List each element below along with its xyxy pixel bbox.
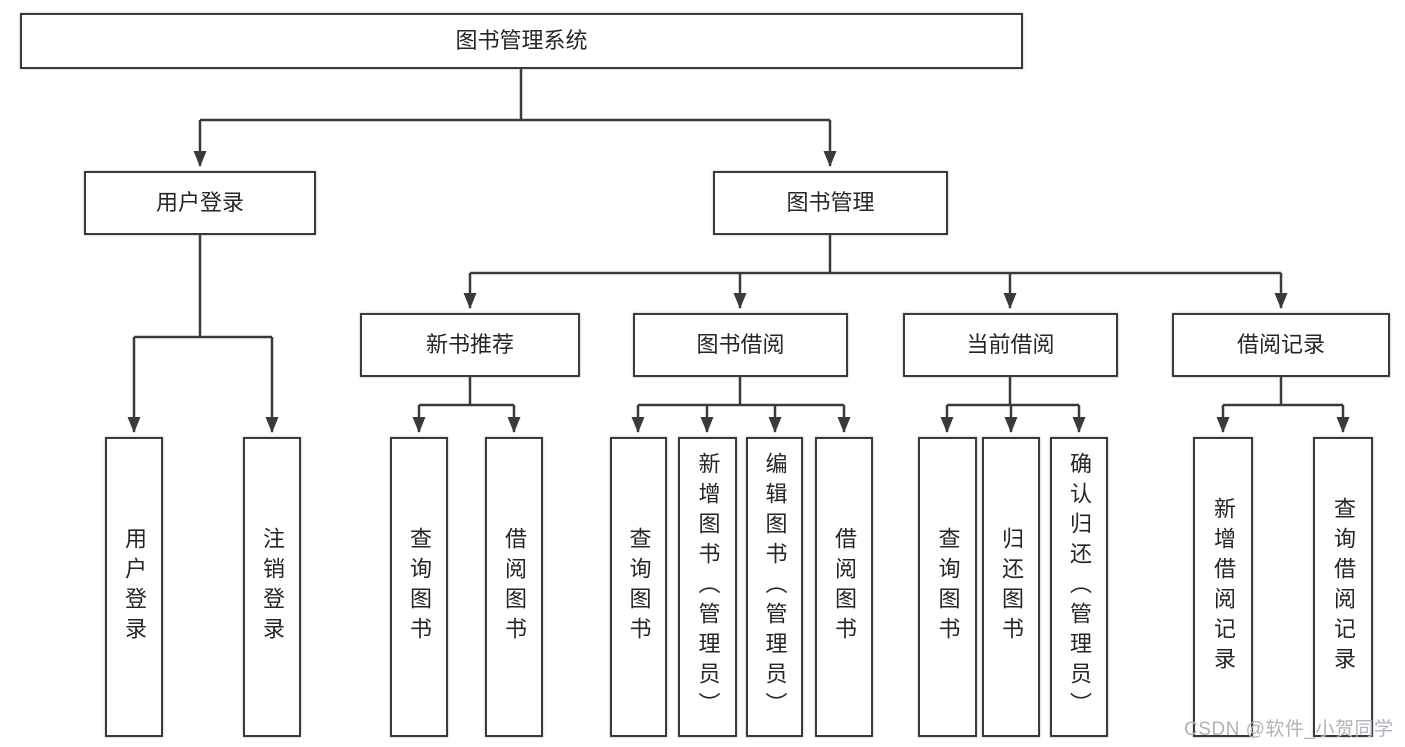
node-root-system: 图书管理系统 xyxy=(20,13,1023,69)
connector-skeleton xyxy=(134,69,1343,407)
leaf-query-borrow-record: 查询借阅记录 xyxy=(1313,437,1373,737)
node-book-borrow: 图书借阅 xyxy=(633,313,848,377)
leaf-borrow-books: 借阅图书 xyxy=(815,437,873,737)
csdn-watermark: CSDN @软件_小贺同学 xyxy=(1184,719,1394,740)
leaf-edit-books-admin: 编辑图书（管理员） xyxy=(746,437,803,737)
node-new-book-recommend: 新书推荐 xyxy=(360,313,580,377)
leaf-logout: 注销登录 xyxy=(243,437,301,737)
leaf-return-books: 归还图书 xyxy=(982,437,1040,737)
leaf-query-books-borrow: 查询图书 xyxy=(610,437,667,737)
node-user-login: 用户登录 xyxy=(84,171,316,235)
leaf-add-books-admin: 新增图书（管理员） xyxy=(678,437,737,737)
node-current-borrow: 当前借阅 xyxy=(903,313,1118,377)
leaf-user-login: 用户登录 xyxy=(105,437,163,737)
leaf-confirm-return-admin: 确认归还（管理员） xyxy=(1050,437,1108,737)
leaf-borrow-books-recommend: 借阅图书 xyxy=(485,437,543,737)
leaf-query-books-recommend: 查询图书 xyxy=(390,437,448,737)
node-book-management: 图书管理 xyxy=(713,171,948,235)
leaf-add-borrow-record: 新增借阅记录 xyxy=(1193,437,1253,737)
leaf-query-books-current: 查询图书 xyxy=(918,437,977,737)
node-borrow-records: 借阅记录 xyxy=(1172,313,1390,377)
